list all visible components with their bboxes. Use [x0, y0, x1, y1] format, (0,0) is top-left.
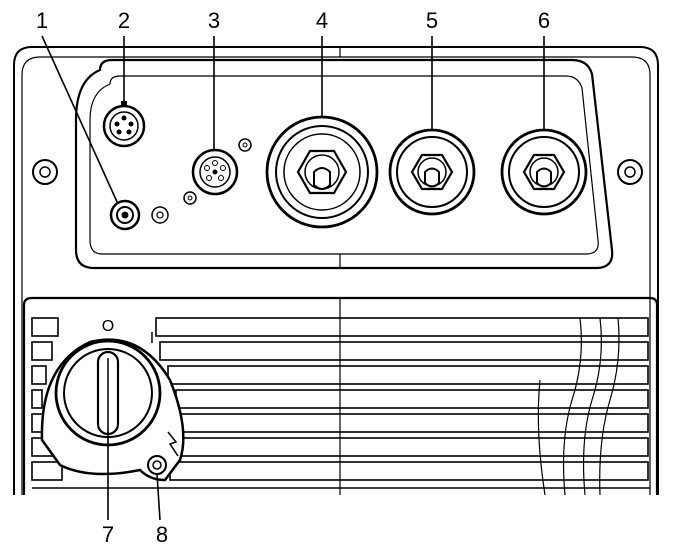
- central-torch-connector: [265, 115, 379, 229]
- switch-on-label: I: [150, 330, 154, 347]
- callout-7: 7: [102, 522, 114, 547]
- callout-3: 3: [208, 8, 220, 33]
- callout-8: 8: [156, 522, 168, 547]
- switch-off-label: O: [102, 318, 114, 335]
- control-socket: [102, 101, 146, 148]
- ventilation-grille: [22, 296, 659, 496]
- output-socket-6: [500, 128, 588, 216]
- connector-panel: [74, 58, 614, 270]
- callout-4: 4: [316, 8, 328, 33]
- leader-line-1: [41, 35, 119, 205]
- callout-5: 5: [426, 8, 438, 33]
- callout-2: 2: [118, 8, 130, 33]
- main-power-switch: [40, 338, 185, 482]
- output-socket-5: [388, 128, 476, 216]
- machine-housing: [13, 46, 659, 495]
- multipin-socket: [183, 138, 252, 205]
- callout-1: 1: [36, 8, 48, 33]
- leader-lines: [41, 35, 545, 521]
- leader-line-8: [156, 473, 161, 521]
- left-housing-screw: [32, 159, 58, 185]
- right-housing-screw: [617, 159, 643, 185]
- callout-6: 6: [538, 8, 550, 33]
- gas-connector: [109, 199, 169, 231]
